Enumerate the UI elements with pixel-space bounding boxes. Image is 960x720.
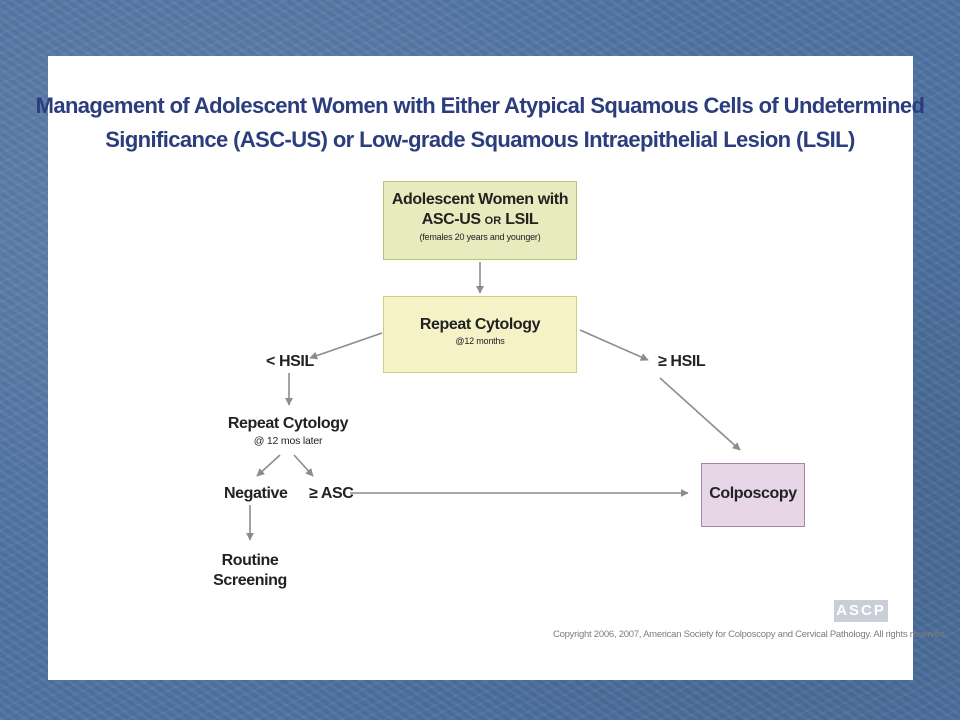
node-adolescent-women-note: (females 20 years and younger) (419, 232, 541, 242)
node-repeat-cytology-label: Repeat Cytology (419, 316, 541, 333)
ascp-logo: ASCP (834, 600, 888, 622)
criteria-lsil: LSIL (505, 211, 539, 228)
node-routine-line1: Routine (221, 552, 279, 569)
node-repeat-cytology-2-label: Repeat Cytology (227, 415, 349, 432)
node-adolescent-women: Adolescent Women with ASC-US OR LSIL (fe… (383, 181, 577, 260)
criteria-asc-us: ASC-US (421, 211, 481, 228)
criteria-or: OR (484, 215, 502, 227)
node-negative: Negative (224, 485, 288, 502)
node-colposcopy: Colposcopy (701, 463, 805, 527)
node-adolescent-women-title: Adolescent Women with (391, 191, 569, 208)
diagram-title-line1: Management of Adolescent Women with Eith… (35, 93, 925, 118)
diagram-title-line2: Significance (ASC-US) or Low-grade Squam… (105, 127, 855, 152)
node-routine-screening: Routine Screening (205, 551, 295, 591)
copyright-notice: Copyright 2006, 2007, American Society f… (553, 629, 948, 640)
node-routine-line2: Screening (213, 572, 287, 589)
node-adolescent-women-criteria: ASC-US OR LSIL (384, 210, 576, 231)
node-repeat-cytology: Repeat Cytology @12 months (383, 296, 577, 373)
node-ge-asc: ≥ ASC (309, 485, 354, 502)
node-lt-hsil: < HSIL (266, 353, 314, 370)
node-repeat-cytology-2: Repeat Cytology @ 12 mos later (220, 414, 356, 448)
node-colposcopy-label: Colposcopy (709, 485, 797, 502)
node-repeat-cytology-note: @12 months (455, 336, 505, 346)
node-ge-hsil: ≥ HSIL (658, 353, 706, 370)
node-repeat-cytology-2-note: @ 12 mos later (253, 435, 323, 447)
